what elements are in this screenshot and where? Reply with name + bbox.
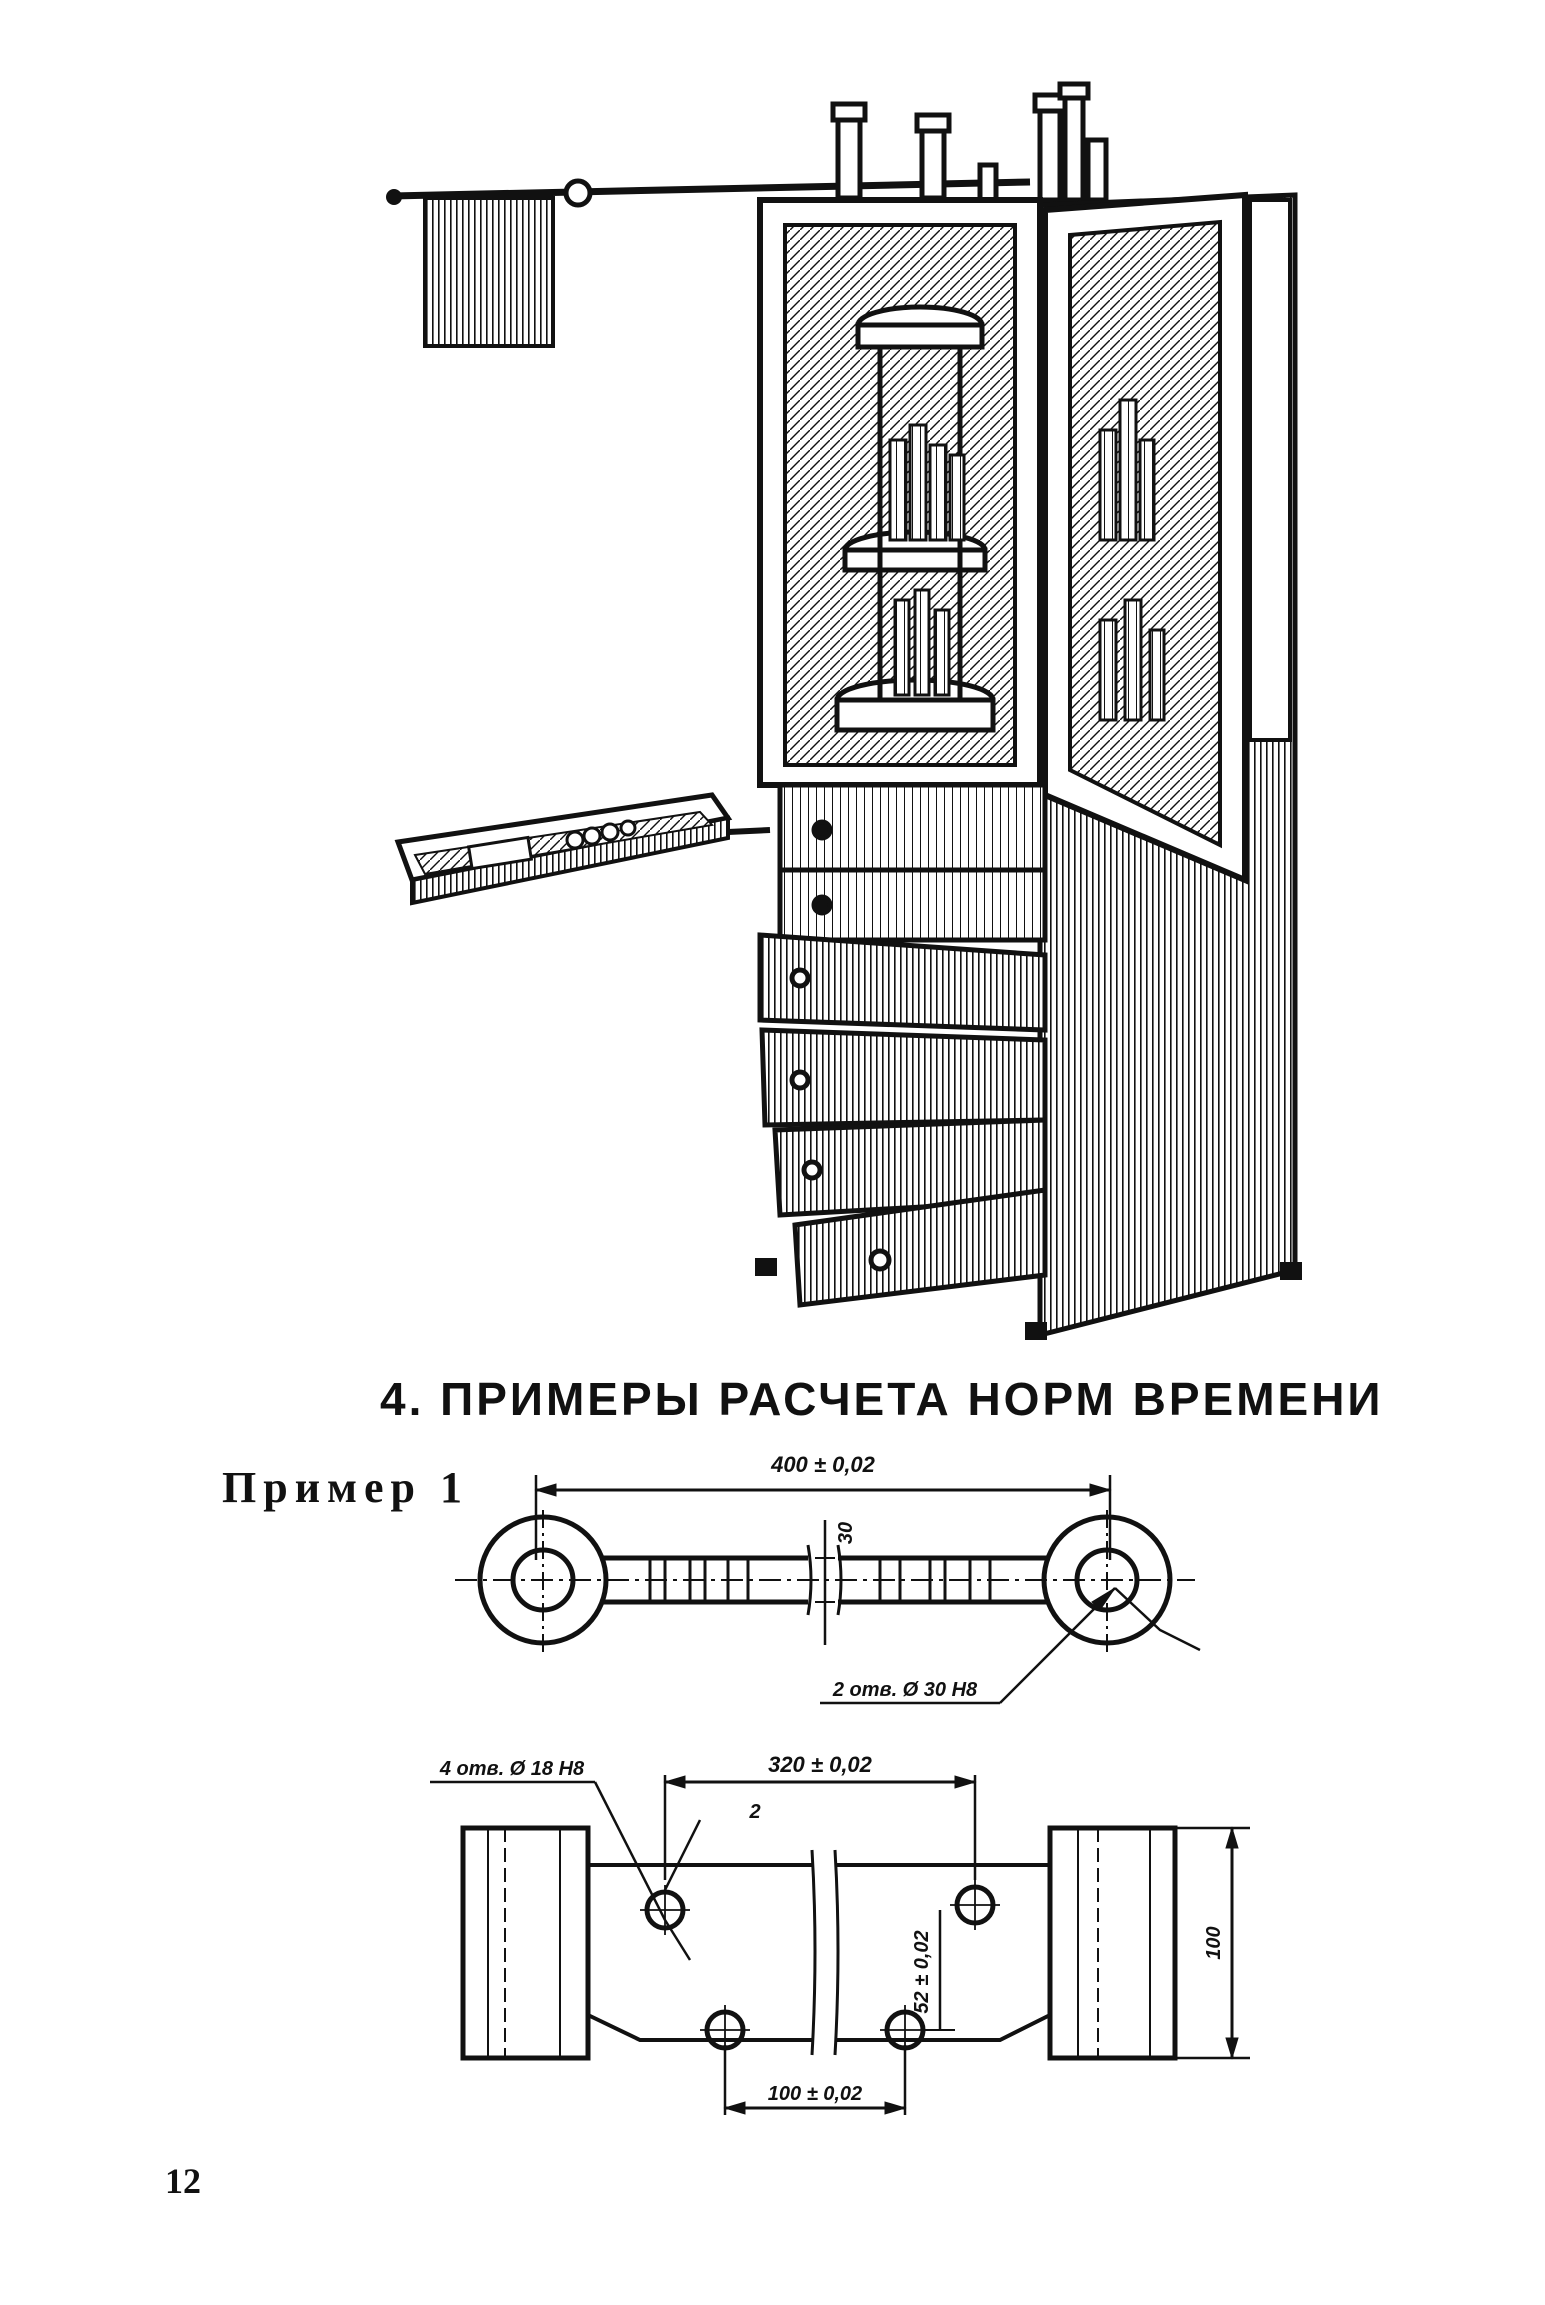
leader-2: 2 (748, 1801, 760, 1823)
dim-width: 30 (835, 1522, 857, 1544)
dim-bottom: 100 ± 0,02 (768, 2083, 862, 2105)
dim-top: 320 ± 0,02 (768, 1752, 873, 1777)
drawing-link-front-view: 4 отв. Ø 18 Н8 320 ± 0,02 2 52 ± 0,02 10… (430, 1752, 1250, 2115)
dim-length: 400 ± 0,02 (770, 1452, 876, 1477)
example-label: Пример 1 (222, 1463, 470, 1512)
cabinet-illustration (386, 81, 1302, 1340)
dim-vertical: 52 ± 0,02 (911, 1930, 933, 2013)
dim-height: 100 (1203, 1926, 1225, 1959)
drawing-link-top-view: 400 ± 0,02 30 2 отв. Ø 30 Н8 (455, 1452, 1201, 1705)
hole-callout-1: 2 отв. Ø 30 Н8 (832, 1679, 978, 1701)
section-heading: 4. ПРИМЕРЫ РАСЧЕТА НОРМ ВРЕМЕНИ (380, 1373, 1384, 1425)
hole-callout-2: 4 отв. Ø 18 Н8 (439, 1758, 585, 1780)
page-number: 12 (165, 2161, 201, 2201)
